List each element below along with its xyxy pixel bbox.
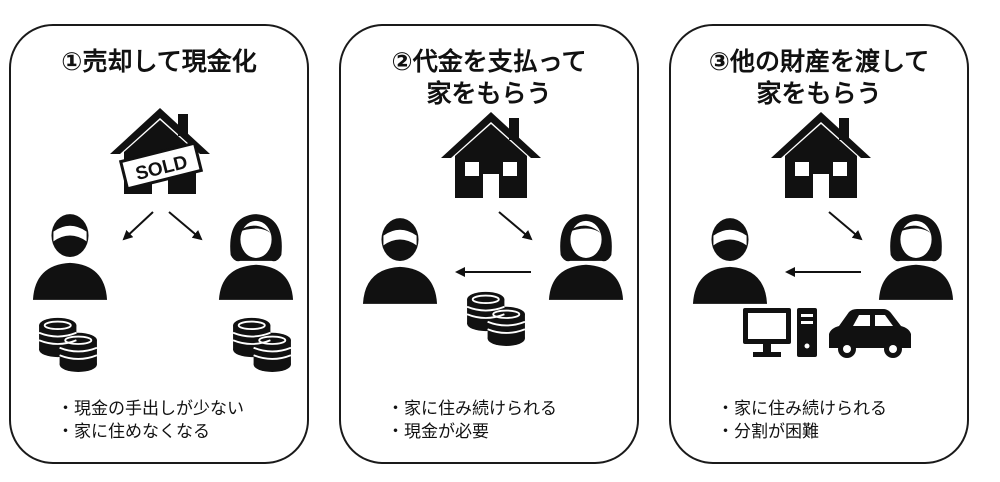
- panel-title: ②代金を支払って 家をもらう: [341, 46, 637, 110]
- woman-icon: [878, 214, 954, 300]
- house-icon: [441, 112, 541, 198]
- woman-icon: [548, 214, 624, 300]
- bullet-item: ・家に住めなくなる: [57, 422, 210, 442]
- bullet-item: ・現金の手出しが少ない: [57, 399, 244, 419]
- title-line: ②代金を支払って: [391, 47, 587, 76]
- arrow-to-woman: [828, 211, 863, 241]
- panel-sell: ①売却して現金化 SOLD ・現金の手出しが少ない ・家に住めなくなる: [9, 24, 309, 464]
- panel-other-assets: ③他の財産を渡して 家をもらう: [669, 24, 969, 464]
- title-line: ③他の財産を渡して: [708, 47, 930, 76]
- panel-other-assets-art: [692, 112, 954, 358]
- panel-pay-cash: ②代金を支払って 家をもらう ・家に住み続けられる ・現金が必要: [339, 24, 639, 464]
- man-icon: [362, 218, 438, 304]
- arrow-to-man: [122, 211, 154, 241]
- coins-icon: [232, 316, 292, 372]
- arrow-to-woman: [168, 211, 203, 241]
- bullet-list: ・現金の手出しが少ない ・家に住めなくなる: [57, 398, 244, 444]
- title-line: 家をもらう: [426, 79, 552, 108]
- panel-sell-art: SOLD: [32, 108, 294, 372]
- computer-icon: [743, 308, 817, 357]
- panel-pay-cash-art: [362, 112, 624, 346]
- woman-icon: [218, 214, 294, 300]
- house-icon: [771, 112, 871, 198]
- coins-icon: [466, 290, 526, 346]
- bullet-list: ・家に住み続けられる ・分割が困難: [717, 398, 887, 444]
- title-line: 家をもらう: [756, 79, 882, 108]
- panel-title: ③他の財産を渡して 家をもらう: [671, 46, 967, 110]
- bullet-item: ・分割が困難: [717, 422, 819, 442]
- car-icon: [829, 309, 911, 358]
- bullet-item: ・家に住み続けられる: [387, 399, 557, 419]
- man-icon: [692, 218, 768, 304]
- arrow-to-woman: [498, 211, 533, 241]
- man-icon: [32, 214, 108, 300]
- title-line: ①売却して現金化: [61, 47, 257, 76]
- coins-icon: [38, 316, 98, 372]
- bullet-item: ・現金が必要: [387, 422, 489, 442]
- bullet-list: ・家に住み続けられる ・現金が必要: [387, 398, 557, 444]
- sold-sign: SOLD: [118, 141, 204, 191]
- bullet-item: ・家に住み続けられる: [717, 399, 887, 419]
- panel-title: ①売却して現金化: [11, 46, 307, 78]
